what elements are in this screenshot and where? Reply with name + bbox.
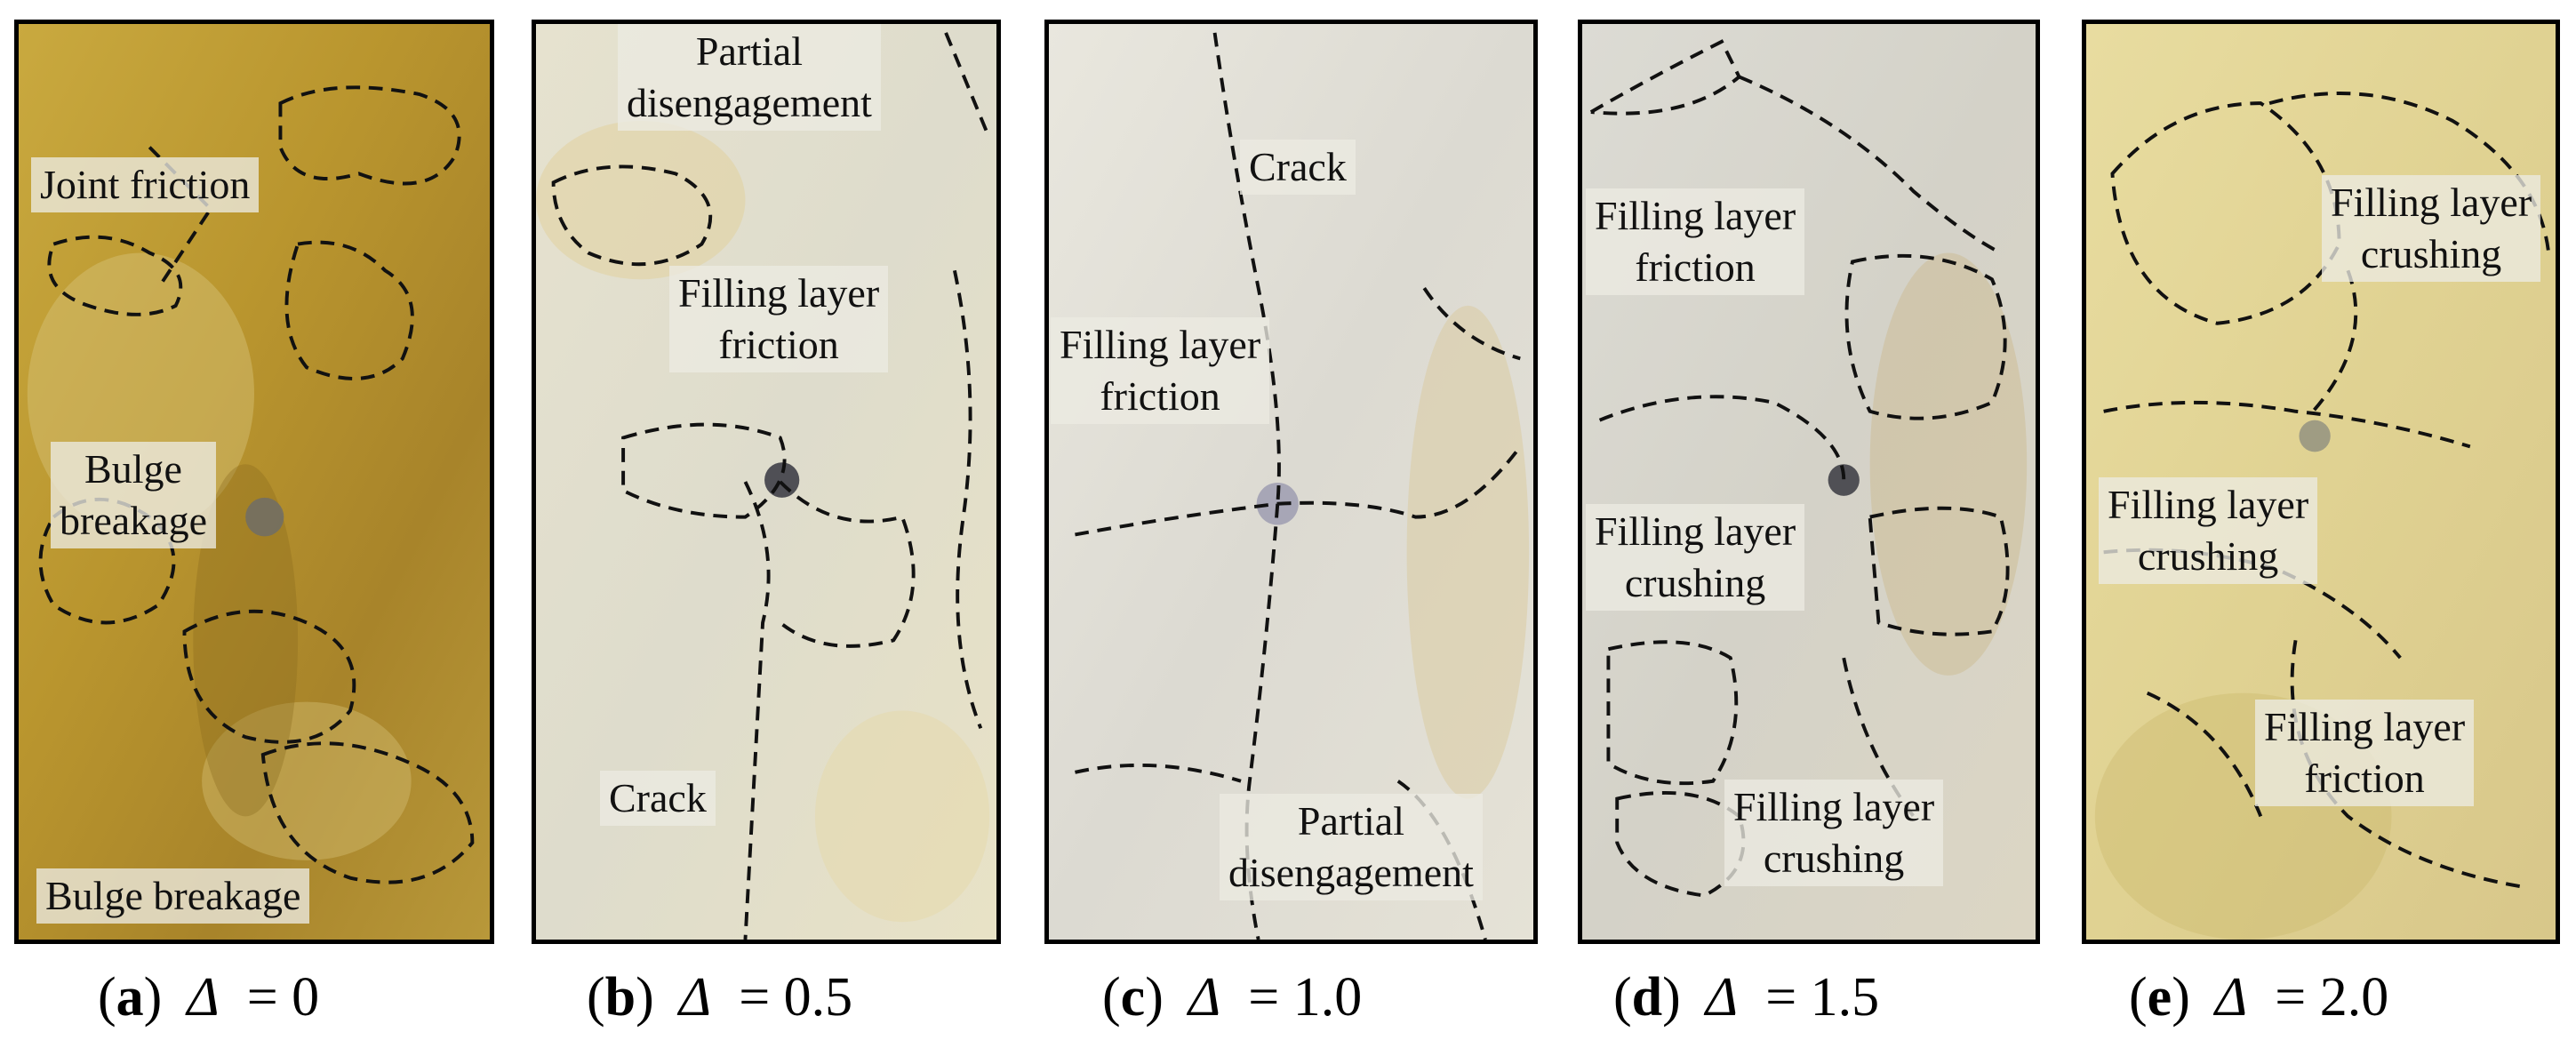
caption-d: (d)Δ = 1.5 [1613,967,1880,1028]
bolt-hole [245,497,284,537]
annotation-filling-layer-crushing-middle: Filling layer crushing [2099,477,2318,584]
annotation-partial-disengagement: Partial disengagement [618,24,881,131]
bolt-hole [1828,464,1860,496]
caption-value: = 0.5 [739,967,853,1028]
annotation-crack: Crack [1240,140,1356,195]
annotation-filling-layer-friction: Filling layer friction [1586,188,1805,295]
caption-value: = 0 [246,967,320,1028]
bolt-hole [2299,420,2331,452]
annotation-crack: Crack [600,771,716,826]
annotation-filling-layer-crushing-lower: Filling layer crushing [1724,780,1944,886]
delta-symbol: Δ [1188,967,1221,1028]
caption-value: = 1.5 [1765,967,1880,1028]
annotation-bulge-breakage-bottom: Bulge breakage [36,868,310,924]
rock-specimen-b-image [536,24,996,940]
annotation-filling-layer-crushing: Filling layer crushing [2322,175,2541,282]
delta-symbol: Δ [2214,967,2248,1028]
annotation-joint-friction: Joint friction [31,157,260,212]
panel-a: Joint friction Bulge breakage Bulge brea… [14,20,494,944]
caption-letter: a [116,967,144,1028]
annotation-bulge-breakage: Bulge breakage [51,442,216,548]
annotation-filling-layer-crushing: Filling layer crushing [1586,504,1805,611]
annotation-filling-layer-friction: Filling layer friction [669,266,889,372]
delta-symbol: Δ [678,967,712,1028]
caption-value: = 2.0 [2275,967,2389,1028]
caption-letter: e [2147,967,2172,1028]
annotation-filling-layer-friction: Filling layer friction [1051,317,1270,424]
caption-a: (a)Δ = 0 [98,967,320,1028]
caption-letter: d [1631,967,1663,1028]
caption-e: (e)Δ = 2.0 [2129,967,2389,1028]
caption-letter: b [604,967,636,1028]
annotation-partial-disengagement: Partial disengagement [1220,794,1483,900]
bolt-hole [764,462,800,498]
panel-e: Filling layer crushing Filling layer cru… [2082,20,2560,944]
annotation-filling-layer-friction: Filling layer friction [2255,700,2475,806]
panel-c: Crack Filling layer friction Partial dis… [1044,20,1538,944]
panel-d: Filling layer friction Filling layer cru… [1578,20,2040,944]
caption-b: (b)Δ = 0.5 [587,967,853,1028]
caption-c: (c)Δ = 1.0 [1102,967,1363,1028]
delta-symbol: Δ [187,967,220,1028]
caption-letter: c [1120,967,1146,1028]
caption-value: = 1.0 [1248,967,1363,1028]
delta-symbol: Δ [1705,967,1739,1028]
panel-b: Partial disengagement Filling layer fric… [532,20,1001,944]
